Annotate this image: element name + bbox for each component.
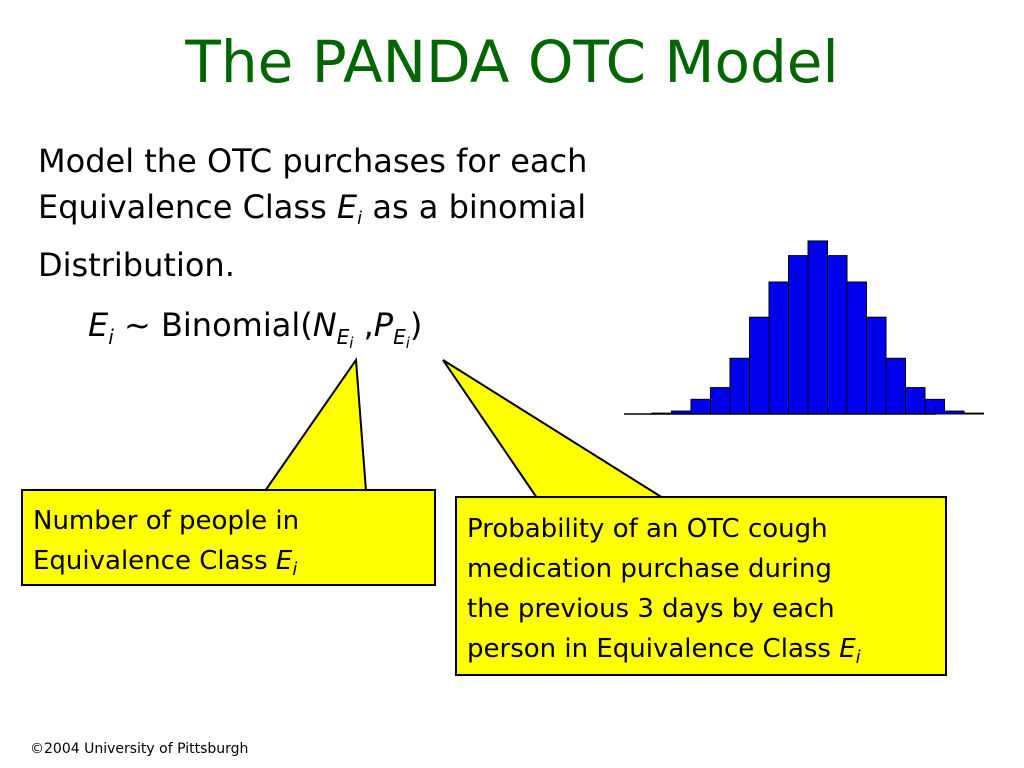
intro-line-3: Distribution. xyxy=(38,246,235,284)
callout-probability: Probability of an OTC cough medication p… xyxy=(455,496,947,676)
formula-tilde: ~ Binomial( xyxy=(113,306,313,344)
callout-number-of-people: Number of people in Equivalence Class Ei xyxy=(21,489,436,586)
binomial-histogram xyxy=(651,240,984,415)
intro-line-1: Model the OTC purchases for each xyxy=(38,142,588,180)
callout-left-line-1: Number of people in xyxy=(33,506,300,536)
formula-lhs-sub: i xyxy=(108,325,114,349)
callout-right-line-4: person in Equivalence Class Ei xyxy=(467,634,861,668)
formula-lhs-var: E xyxy=(88,306,109,344)
histogram-bar xyxy=(729,357,750,415)
histogram-bar xyxy=(905,387,926,415)
histogram-bar xyxy=(944,410,965,415)
histogram-bar xyxy=(866,316,887,415)
histogram-bar xyxy=(846,281,867,415)
callout-right-line-2: medication purchase during xyxy=(467,554,832,584)
intro-var-sub: i xyxy=(357,208,363,229)
histogram-bar xyxy=(788,255,809,415)
histogram-bar xyxy=(827,255,848,415)
binomial-formula: Ei ~ Binomial(NEi ,PEi) xyxy=(88,302,422,366)
copyright-footer: ©2004 University of Pittsburgh xyxy=(30,740,248,758)
slide-title: The PANDA OTC Model xyxy=(185,28,839,96)
histogram-bar xyxy=(690,398,711,415)
copyright-text: 2004 University of Pittsburgh xyxy=(44,741,249,757)
intro-line-2-post: as a binomial xyxy=(362,188,587,226)
formula-n-sub: Ei xyxy=(336,325,354,352)
callout-left-line-2: Equivalence Class Ei xyxy=(33,546,298,580)
intro-line-2-pre: Equivalence Class xyxy=(38,188,337,226)
callout-left-pointer xyxy=(263,357,368,492)
histogram-bar xyxy=(749,316,770,415)
callout-right-pointer xyxy=(442,359,667,499)
intro-text: Model the OTC purchases for each Equival… xyxy=(38,138,678,288)
callout-right-var: E xyxy=(839,634,856,664)
histogram-bar xyxy=(807,240,828,415)
intro-var: E xyxy=(336,188,358,226)
callout-right-line-3: the previous 3 days by each xyxy=(467,594,835,624)
copyright-symbol: © xyxy=(30,741,44,757)
formula-p-var: P xyxy=(373,306,394,344)
histogram-bar xyxy=(710,387,731,415)
formula-n-var: N xyxy=(312,306,337,344)
histogram-bar xyxy=(963,412,984,415)
intro-line-2: Equivalence Class Ei as a binomial xyxy=(38,184,678,242)
formula-comma: , xyxy=(353,306,374,344)
histogram-bar xyxy=(768,281,789,415)
histogram-bar xyxy=(885,357,906,415)
formula-p-sub: Ei xyxy=(393,325,410,352)
callout-left-var: E xyxy=(275,546,293,576)
callout-right-line-1: Probability of an OTC cough xyxy=(467,514,828,544)
formula-close: ) xyxy=(409,306,423,344)
